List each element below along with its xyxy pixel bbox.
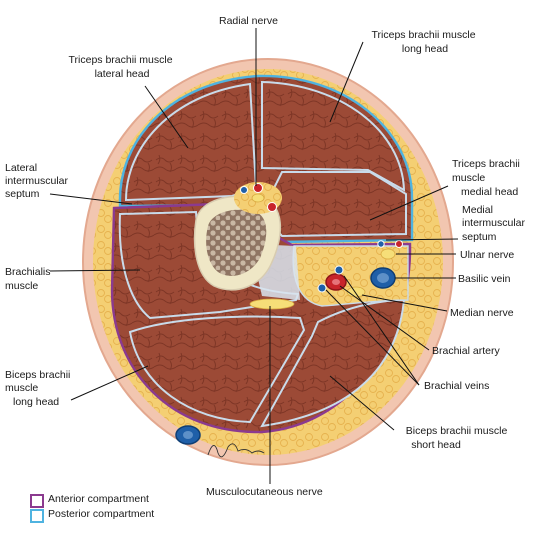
ulnar-nerve-structure <box>380 248 396 260</box>
label-brachial-veins: Brachial veins <box>424 380 489 392</box>
label-basilic-vein: Basilic vein <box>458 273 511 285</box>
profunda-artery-dot <box>267 202 277 212</box>
legend-label-anterior: Anterior compartment <box>48 493 149 505</box>
triceps-lateral-head <box>124 82 258 202</box>
label-median-nerve: Median nerve <box>450 307 514 319</box>
label-triceps-medial: Triceps brachii muscle medial head <box>452 158 523 198</box>
legend-label-posterior: Posterior compartment <box>48 508 155 520</box>
label-lateral-septum: Lateral intermuscular septum <box>5 162 71 200</box>
legend-swatch-anterior <box>30 494 44 508</box>
leader-lines <box>49 28 459 484</box>
brachial-artery-lumen <box>332 279 340 285</box>
basilic-vein-lumen <box>377 273 389 283</box>
radial-vein-dot <box>240 186 248 194</box>
brachial-vein-1 <box>334 265 344 275</box>
label-triceps-long: Triceps brachii muscle long head <box>372 29 479 55</box>
humerus-marrow <box>206 209 267 276</box>
biceps-short-head <box>260 298 406 428</box>
label-ulnar-nerve: Ulnar nerve <box>460 249 514 261</box>
label-biceps-long: Biceps brachii muscle long head <box>5 369 73 408</box>
label-biceps-short: Biceps brachii muscle short head <box>406 425 510 451</box>
triceps-long-head <box>261 80 406 192</box>
label-radial-nerve: Radial nerve <box>219 15 278 27</box>
label-medial-septum: Medial intermuscular septum <box>462 204 528 243</box>
musculocutaneous-nerve-structure <box>249 298 295 310</box>
label-brachial-artery: Brachial artery <box>432 345 500 357</box>
artist-signature <box>207 443 265 458</box>
label-musculocutaneous: Musculocutaneous nerve <box>206 486 323 498</box>
legend-swatch-posterior <box>30 509 44 523</box>
cephalic-vein-lumen <box>183 431 193 439</box>
biceps-long-head <box>128 315 306 424</box>
triceps-medial-head <box>260 171 407 238</box>
brachial-vein-2 <box>317 283 327 293</box>
radial-artery-dot <box>253 183 263 193</box>
ulnar-vessel-blue <box>377 240 385 248</box>
label-brachialis: Brachialis muscle <box>5 266 53 292</box>
ulnar-vessel-red <box>395 240 403 248</box>
label-triceps-lateral: Triceps brachii muscle lateral head <box>69 54 176 80</box>
radial-nerve-structure <box>251 193 265 203</box>
